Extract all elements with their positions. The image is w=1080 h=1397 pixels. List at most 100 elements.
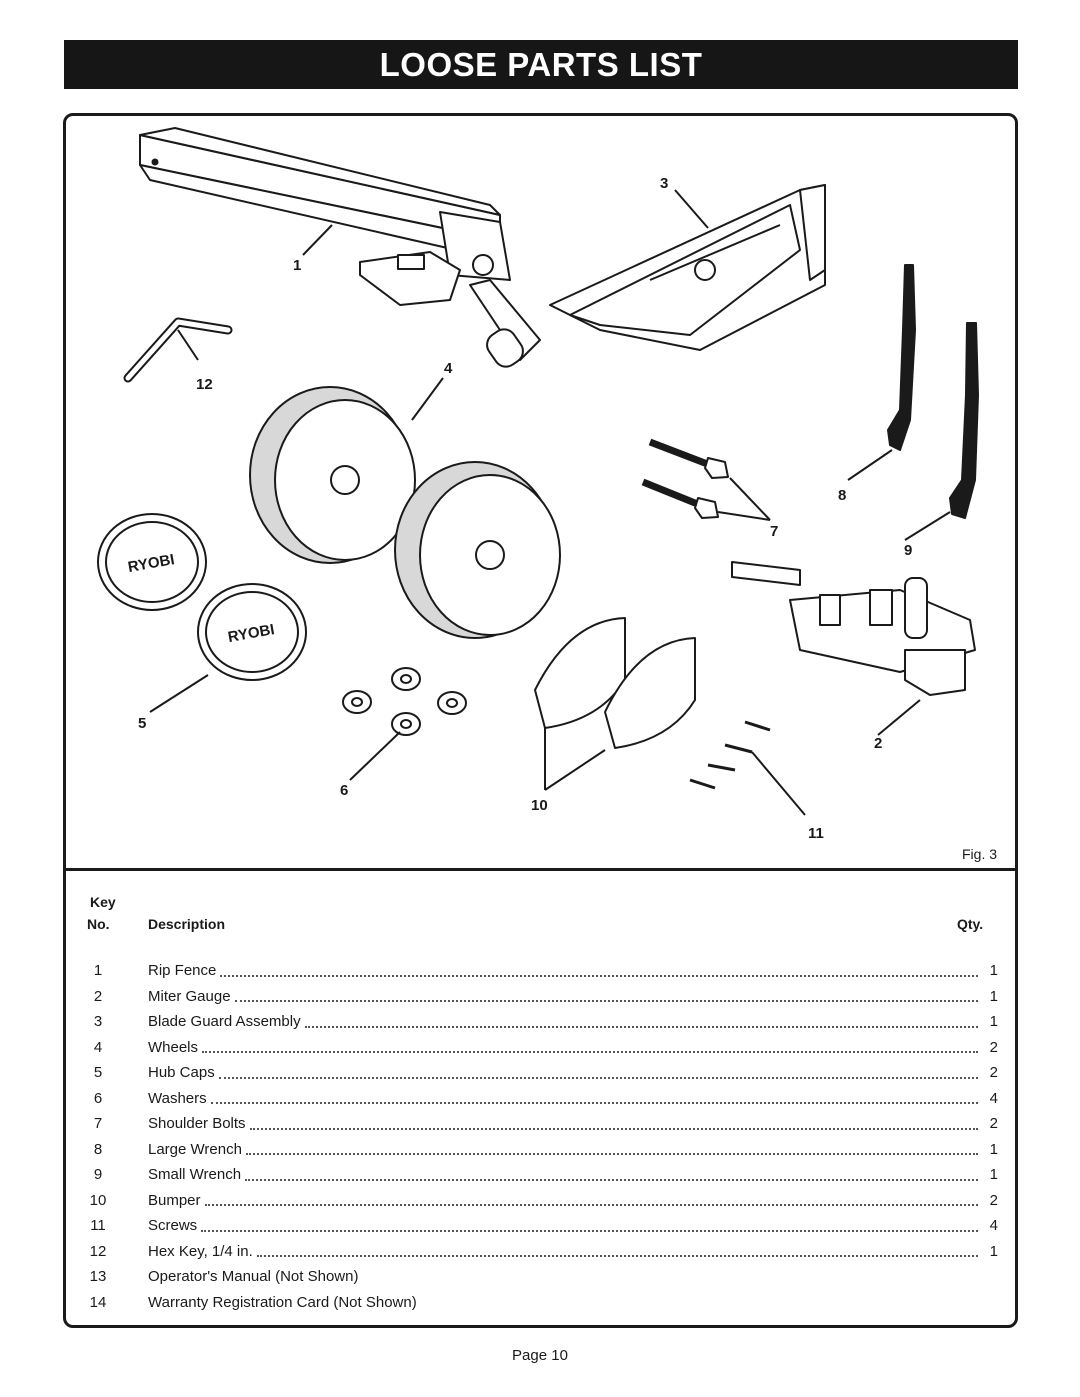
blade-guard-drawing bbox=[549, 184, 826, 351]
dot-leader bbox=[234, 1000, 978, 1003]
row-qty: 1 bbox=[989, 1140, 998, 1158]
row-description: Hex Key, 1/4 in. bbox=[148, 1242, 253, 1260]
row-key-no: 6 bbox=[93, 1089, 103, 1107]
row-key-no: 3 bbox=[93, 1013, 103, 1031]
rip-fence-drawing bbox=[139, 127, 541, 368]
row-key-no: 9 bbox=[93, 1166, 103, 1184]
dot-leader bbox=[204, 1204, 978, 1207]
dot-leader bbox=[304, 1025, 978, 1028]
row-key-no: 12 bbox=[89, 1242, 107, 1260]
screws-drawing bbox=[689, 720, 771, 790]
dot-leader bbox=[218, 1076, 978, 1079]
figure-caption: Fig. 3 bbox=[962, 846, 998, 862]
row-qty: 1 bbox=[989, 1013, 998, 1031]
row-description: Operator's Manual (Not Shown) bbox=[148, 1268, 359, 1286]
row-qty: 1 bbox=[989, 962, 998, 980]
row-description: Bumper bbox=[148, 1191, 201, 1209]
row-key-no: 4 bbox=[93, 1038, 103, 1056]
row-description: Washers bbox=[148, 1089, 207, 1107]
shoulder-bolts-drawing bbox=[641, 438, 729, 519]
row-qty: 4 bbox=[989, 1089, 998, 1107]
leader-lines bbox=[149, 189, 951, 816]
table-row: 14 Warranty Registration Card (Not Shown… bbox=[80, 1290, 998, 1316]
callout-1: 1 bbox=[293, 257, 301, 274]
row-qty: 4 bbox=[989, 1217, 998, 1235]
row-qty: 2 bbox=[989, 1115, 998, 1133]
row-key-no: 13 bbox=[89, 1268, 107, 1286]
callout-9: 9 bbox=[904, 542, 912, 559]
table-row: 7 Shoulder Bolts 2 bbox=[80, 1111, 998, 1137]
table-row: 11 Screws 4 bbox=[80, 1213, 998, 1239]
row-key-no: 10 bbox=[89, 1191, 107, 1209]
frame-divider bbox=[63, 868, 1018, 871]
row-qty: 2 bbox=[989, 1191, 998, 1209]
dot-leader bbox=[245, 1153, 978, 1156]
table-row: 1 Rip Fence 1 bbox=[80, 958, 998, 984]
row-description: Small Wrench bbox=[148, 1166, 242, 1184]
row-description: Hub Caps bbox=[148, 1064, 215, 1082]
table-row: 2 Miter Gauge 1 bbox=[80, 984, 998, 1010]
row-description: Blade Guard Assembly bbox=[148, 1013, 301, 1031]
table-row: 3 Blade Guard Assembly 1 bbox=[80, 1009, 998, 1035]
callout-7: 7 bbox=[770, 523, 778, 540]
dot-leader bbox=[201, 1229, 978, 1232]
washers-drawing bbox=[342, 667, 467, 736]
header-key: Key bbox=[90, 894, 116, 910]
row-qty: 1 bbox=[989, 1166, 998, 1184]
miter-gauge-drawing bbox=[731, 561, 976, 696]
callout-11: 11 bbox=[808, 825, 824, 842]
header-description: Description bbox=[148, 916, 226, 932]
table-row: 9 Small Wrench 1 bbox=[80, 1162, 998, 1188]
callout-10: 10 bbox=[531, 797, 548, 814]
wheels-drawing bbox=[249, 386, 561, 639]
row-qty: 1 bbox=[989, 1242, 998, 1260]
row-description: Warranty Registration Card (Not Shown) bbox=[148, 1293, 417, 1311]
hex-key-drawing bbox=[123, 317, 233, 383]
dot-leader bbox=[245, 1178, 978, 1181]
hub-caps-drawing bbox=[97, 513, 307, 681]
header-qty: Qty. bbox=[957, 916, 984, 932]
callout-12: 12 bbox=[196, 376, 213, 393]
callout-4: 4 bbox=[444, 360, 453, 377]
header-no: No. bbox=[87, 916, 110, 932]
callout-5: 5 bbox=[138, 715, 146, 732]
row-description: Screws bbox=[148, 1217, 198, 1235]
row-description: Rip Fence bbox=[148, 962, 217, 980]
row-key-no: 8 bbox=[93, 1140, 103, 1158]
row-key-no: 1 bbox=[93, 962, 103, 980]
row-description: Wheels bbox=[148, 1038, 199, 1056]
title-banner: LOOSE PARTS LIST bbox=[64, 40, 1018, 89]
bumpers-drawing bbox=[534, 617, 696, 749]
callout-8: 8 bbox=[838, 487, 846, 504]
table-row: 8 Large Wrench 1 bbox=[80, 1137, 998, 1163]
dot-leader bbox=[256, 1255, 978, 1258]
row-key-no: 5 bbox=[93, 1064, 103, 1082]
table-row: 6 Washers 4 bbox=[80, 1086, 998, 1112]
callout-6: 6 bbox=[340, 782, 348, 799]
row-key-no: 14 bbox=[89, 1293, 107, 1311]
row-qty: 2 bbox=[989, 1038, 998, 1056]
dot-leader bbox=[249, 1127, 978, 1130]
callout-3: 3 bbox=[660, 175, 668, 192]
row-description: Miter Gauge bbox=[148, 987, 231, 1005]
row-key-no: 11 bbox=[90, 1217, 106, 1235]
table-row: 4 Wheels 2 bbox=[80, 1035, 998, 1061]
table-row: 13 Operator's Manual (Not Shown) bbox=[80, 1264, 998, 1290]
wrenches-drawing bbox=[887, 264, 979, 519]
row-key-no: 2 bbox=[93, 987, 103, 1005]
parts-frame bbox=[63, 113, 1018, 1328]
parts-illustration: RYOBI RYOBI 1 2 3 4 5 6 7 8 9 10 11 12 bbox=[97, 127, 979, 842]
page-title: LOOSE PARTS LIST bbox=[379, 45, 703, 83]
dot-leader bbox=[220, 974, 978, 977]
table-row: 12 Hex Key, 1/4 in. 1 bbox=[80, 1239, 998, 1265]
table-row: 10 Bumper 2 bbox=[80, 1188, 998, 1214]
dot-leader bbox=[210, 1102, 978, 1105]
row-key-no: 7 bbox=[93, 1115, 103, 1133]
page-number: Page 10 bbox=[512, 1347, 568, 1364]
dot-leader bbox=[202, 1051, 978, 1054]
callout-2: 2 bbox=[874, 735, 882, 752]
row-description: Shoulder Bolts bbox=[148, 1115, 246, 1133]
row-qty: 2 bbox=[989, 1064, 998, 1082]
parts-table: 1 Rip Fence 1 2 Miter Gauge 1 3 Blade Gu… bbox=[80, 958, 998, 1315]
table-row: 5 Hub Caps 2 bbox=[80, 1060, 998, 1086]
